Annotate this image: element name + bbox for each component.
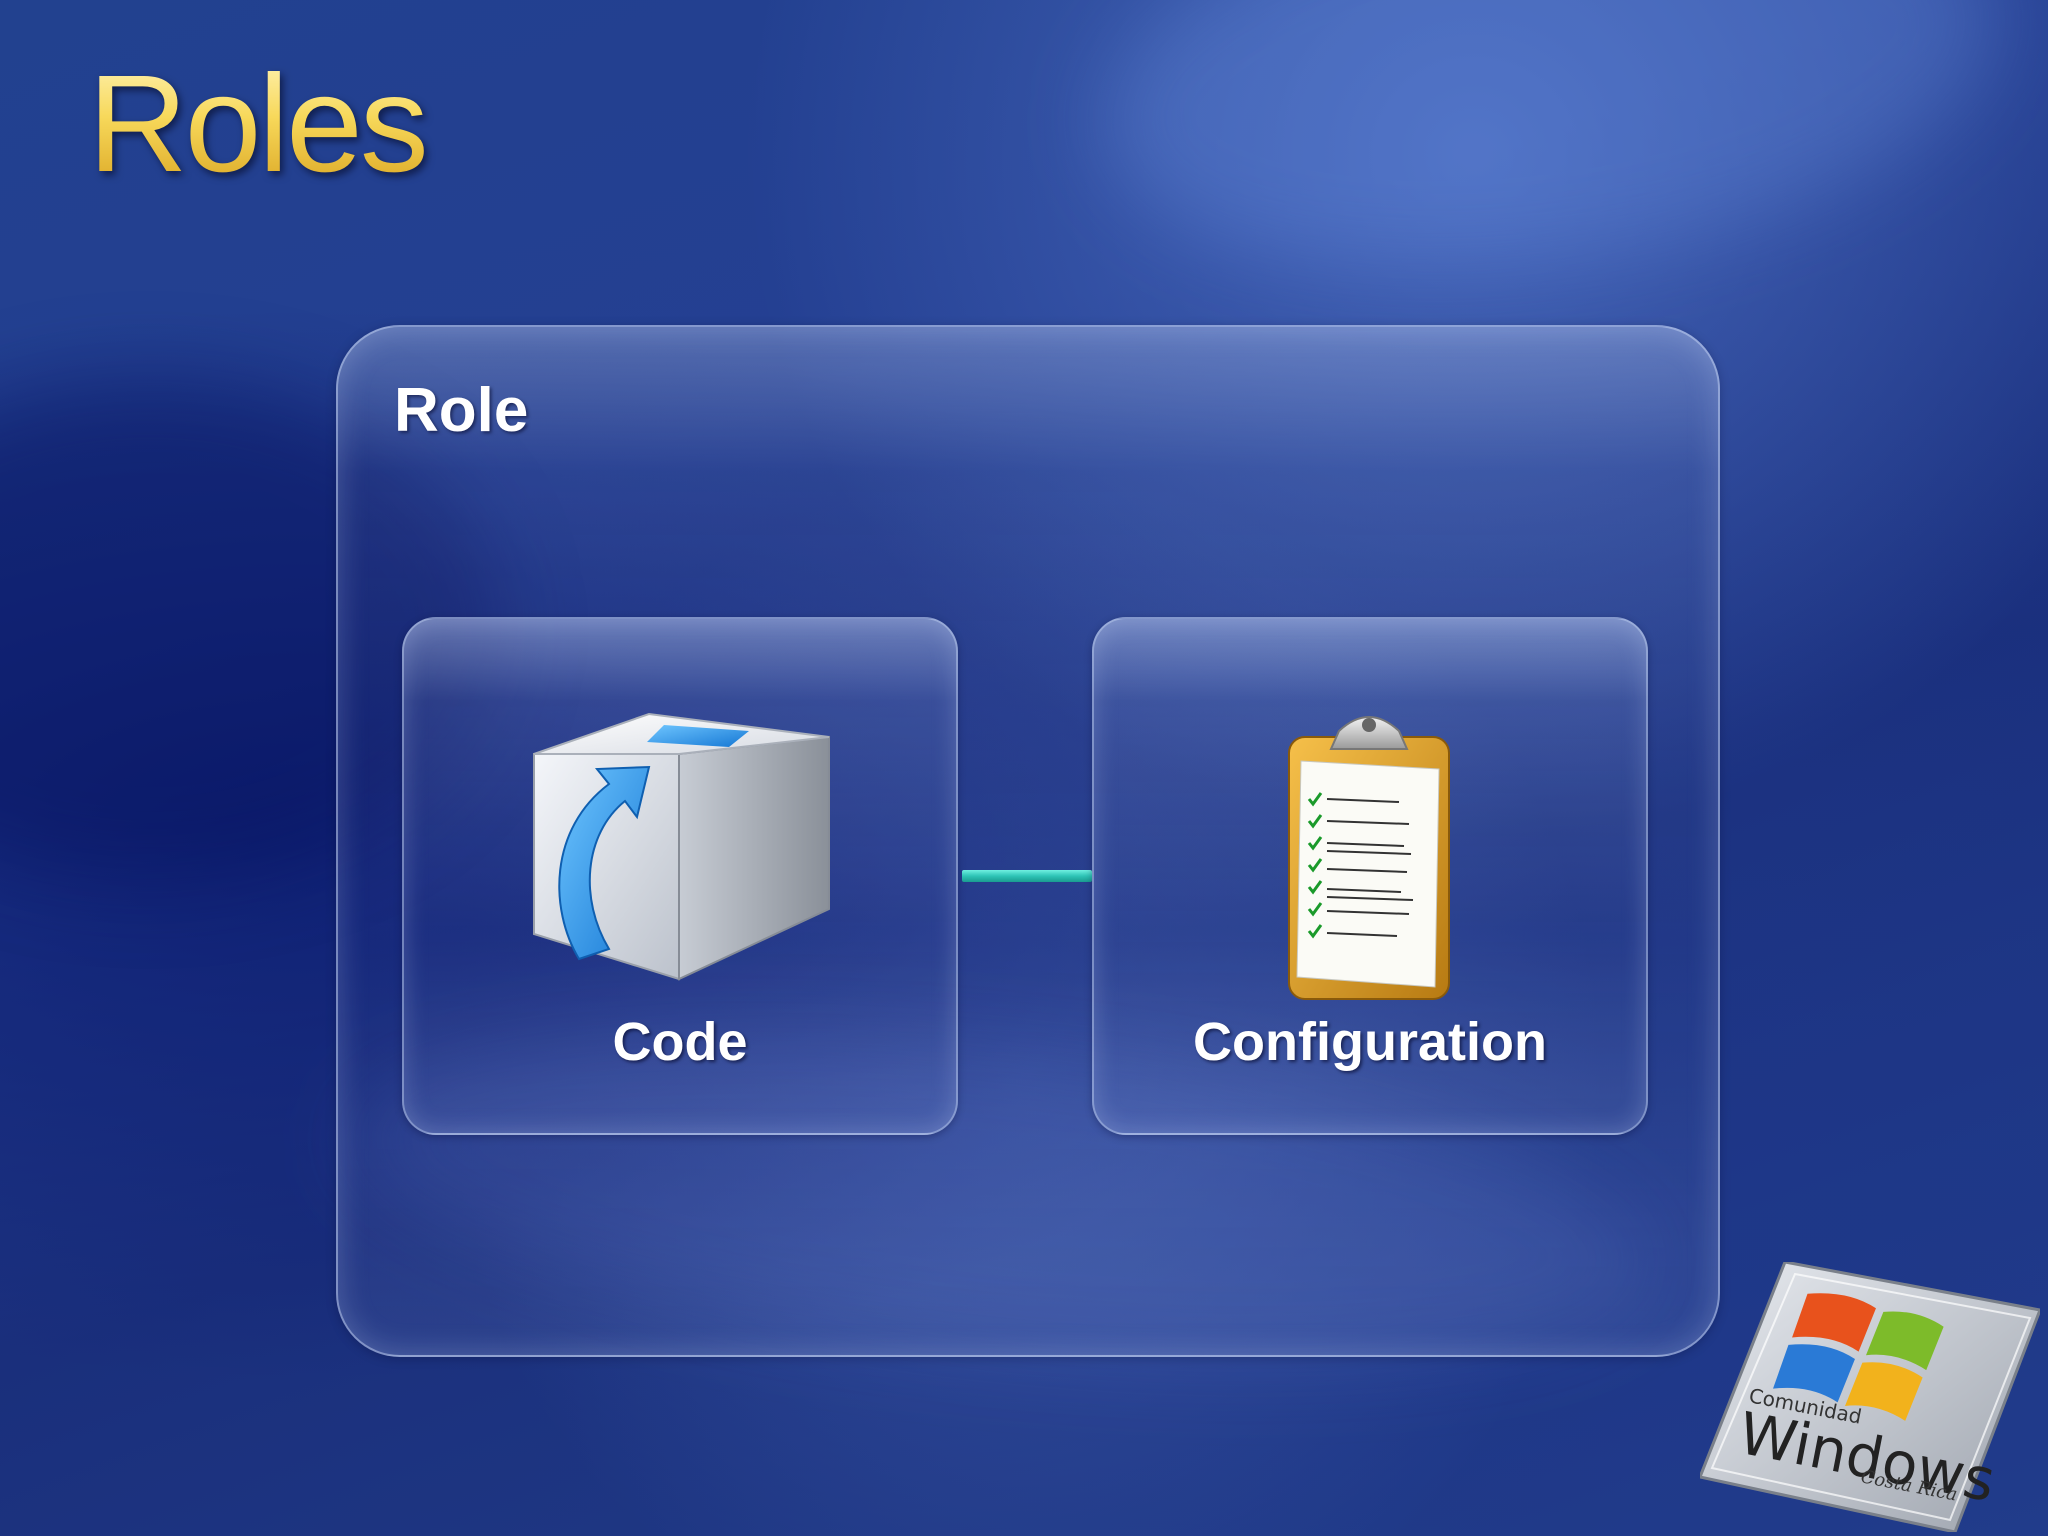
code-label: Code (404, 1011, 956, 1073)
clipboard-checklist-icon (1279, 709, 1459, 1009)
background-swirl (1078, 0, 2022, 321)
role-label: Role (394, 375, 528, 446)
windows-community-logo: Comunidad Windows Costa Rica (1700, 1262, 2040, 1532)
code-node: Code (402, 617, 958, 1135)
role-container: Role (336, 325, 1720, 1357)
slide-title: Roles (88, 52, 426, 197)
connector-line (962, 870, 1092, 882)
configuration-label: Configuration (1094, 1011, 1646, 1073)
box-with-arrow-icon (529, 709, 839, 989)
configuration-node: Configuration (1092, 617, 1648, 1135)
